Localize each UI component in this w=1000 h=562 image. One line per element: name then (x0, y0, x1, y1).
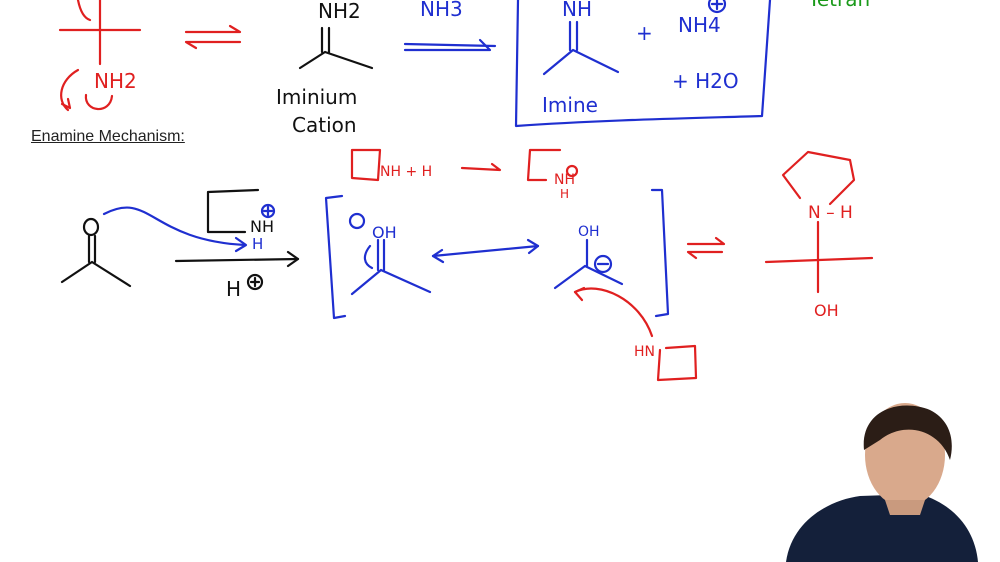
resonance-arrow (431, 238, 540, 264)
carbocation-skeleton (553, 238, 624, 290)
water-label: + H2O (672, 69, 739, 93)
protonated-amine-label: NH (554, 172, 575, 188)
equilibrium-arrow-2 (686, 236, 726, 260)
amine-attack-arrow (573, 286, 654, 338)
oxocarbenium-skeleton (348, 212, 432, 296)
ketone-skeleton (60, 217, 132, 288)
carbocation-oh-label: OH (578, 224, 600, 240)
iminium-skeleton (298, 26, 374, 70)
protonation-reagents-label: NH + H (380, 164, 432, 180)
section-heading: Enamine Mechanism: (31, 128, 185, 145)
tetrahedral-carbon-fragment (58, 0, 142, 112)
protonated-amine-h-label: H (560, 187, 569, 201)
attacking-amine-label: HN (634, 344, 655, 360)
intermediate-oh-label: OH (814, 301, 839, 320)
azetidinium-charge (260, 203, 276, 219)
iminium-nh2-label: NH2 (318, 0, 361, 23)
intermediate-nh-label: N – H (808, 203, 853, 223)
ammonium-label: NH4 (678, 13, 721, 37)
iminium-label: Iminium (276, 85, 357, 109)
nh3-label: NH3 (420, 0, 463, 21)
acid-label: H (226, 277, 241, 301)
cation-label: Cation (292, 113, 357, 137)
oxocarbenium-oh-label: OH (372, 223, 397, 242)
amine-label: NH2 (94, 69, 137, 93)
imine-nh-label: NH (562, 0, 592, 21)
ammonium-charge (707, 0, 727, 14)
imine-product-box (514, 0, 772, 128)
azetidine-reagent (206, 188, 260, 234)
presenter-video (786, 403, 978, 562)
acid-charge (246, 273, 264, 291)
azetidine-h-label: H (252, 235, 263, 253)
reaction-arrow-nh3 (403, 38, 497, 52)
carbinolamine-skeleton (764, 150, 874, 294)
azetidine-nh-label: NH (250, 217, 274, 236)
green-note: Tetrah (807, 0, 870, 11)
imine-label: Imine (542, 93, 598, 117)
attacking-azetidine (656, 344, 698, 382)
equilibrium-arrow-1 (184, 24, 242, 50)
lone-pair-arrow (84, 93, 114, 111)
reaction-arrow-h (174, 250, 300, 268)
plus-sign: + (636, 21, 653, 45)
resonance-brackets (324, 188, 670, 320)
protonation-equation (350, 148, 579, 182)
nucleophilic-attack-arrow (102, 206, 248, 253)
